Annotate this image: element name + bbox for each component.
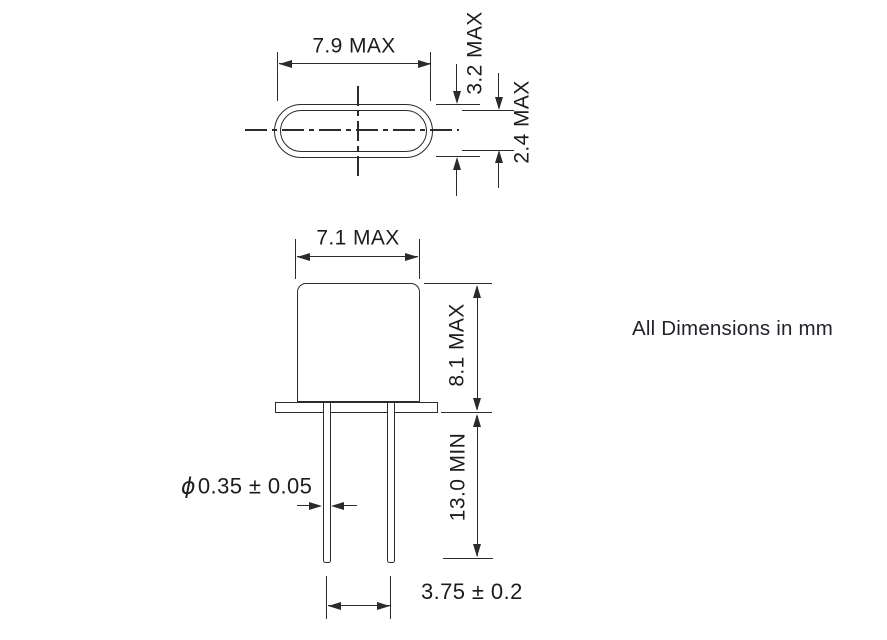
- arrowhead-down: [473, 398, 481, 411]
- arrowhead-up: [473, 414, 481, 427]
- extension-line: [424, 283, 492, 285]
- arrowhead-right: [309, 502, 322, 510]
- arrowhead-left: [297, 253, 310, 261]
- arrowhead-down: [495, 97, 503, 110]
- extension-line: [462, 150, 514, 152]
- horizontal-centerline: [245, 129, 459, 131]
- dimension-line: [297, 256, 418, 258]
- arrowhead-left: [328, 602, 341, 610]
- arrowhead-right: [418, 60, 431, 68]
- arrowhead-down: [453, 91, 461, 104]
- arrowhead-left: [279, 60, 292, 68]
- arrowhead-right: [405, 253, 418, 261]
- right-lead: [387, 412, 395, 563]
- leader-line: [297, 505, 311, 507]
- extension-line: [436, 104, 480, 106]
- lead-spacing-label: 3.75 ± 0.2: [421, 579, 523, 604]
- arrowhead-up: [473, 285, 481, 298]
- units-note: All Dimensions in mm: [632, 317, 834, 340]
- front-view-body-outline: [297, 283, 420, 402]
- lead-edge-line: [387, 403, 389, 412]
- dimension-line: [498, 73, 500, 98]
- extension-line: [418, 239, 420, 279]
- arrowhead-down: [473, 544, 481, 557]
- arrowhead-up: [453, 157, 461, 170]
- dimension-line: [476, 416, 478, 556]
- leader-line: [343, 505, 357, 507]
- top-view-outer-height-label: 3.2 MAX: [463, 11, 487, 95]
- extension-line: [443, 558, 493, 560]
- extension-line: [462, 110, 514, 112]
- top-view-inner-outline: [280, 110, 427, 152]
- arrowhead-left: [331, 502, 344, 510]
- lead-length-label: 13.0 MIN: [446, 432, 470, 522]
- front-view-base-flange: [275, 402, 438, 413]
- top-view-width-label: 7.9 MAX: [312, 34, 396, 58]
- extension-line: [326, 576, 328, 619]
- left-lead: [323, 412, 331, 563]
- front-view-width-label: 7.1 MAX: [316, 226, 400, 250]
- dimension-line: [498, 163, 500, 188]
- extension-line: [390, 576, 392, 619]
- dimension-line: [279, 63, 431, 65]
- dimension-line: [476, 287, 478, 409]
- lead-edge-line: [393, 403, 395, 412]
- top-view-inner-height-label: 2.4 MAX: [510, 80, 534, 164]
- arrowhead-up: [495, 150, 503, 163]
- front-view-height-label: 8.1 MAX: [445, 303, 469, 387]
- diameter-symbol: ϕ: [181, 474, 196, 500]
- vertical-centerline: [357, 86, 359, 178]
- extension-line: [430, 52, 432, 101]
- lead-diameter-value: 0.35 ± 0.05: [197, 473, 313, 499]
- dimension-line: [456, 64, 458, 93]
- arrowhead-right: [377, 602, 390, 610]
- lead-edge-line: [323, 403, 325, 412]
- extension-line: [277, 52, 279, 101]
- dimension-line: [456, 170, 458, 196]
- dimension-line: [328, 605, 390, 607]
- extension-line: [441, 412, 492, 414]
- extension-line: [295, 239, 297, 279]
- lead-edge-line: [329, 403, 331, 412]
- extension-line: [436, 156, 480, 158]
- lead-diameter-label: ϕ0.35 ± 0.05: [181, 473, 313, 500]
